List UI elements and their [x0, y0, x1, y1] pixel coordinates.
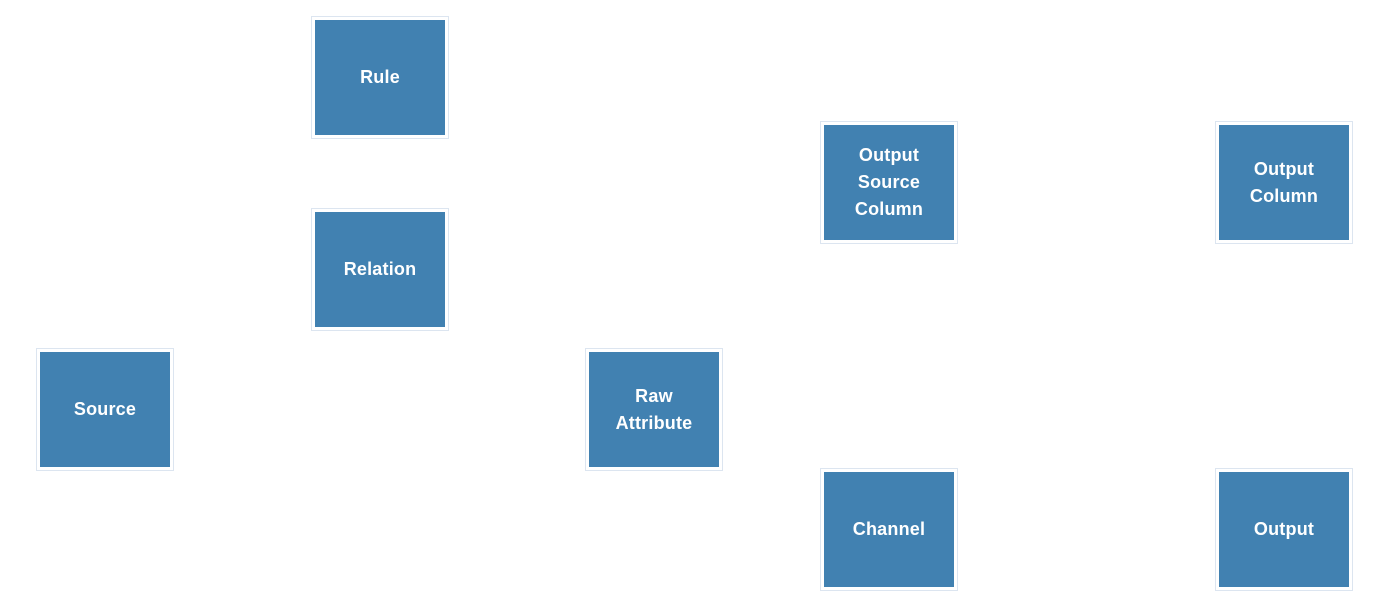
node-output-column[interactable]: Output Column [1219, 125, 1349, 240]
node-label-output-column: Output Column [1249, 158, 1319, 206]
node-label-source: Source [73, 399, 137, 419]
node-label-rule: Rule [360, 67, 400, 87]
node-label-channel: Channel [852, 519, 926, 539]
node-label-relation: Relation [343, 259, 417, 279]
node-relation[interactable]: Relation [315, 212, 445, 327]
node-output-source-column[interactable]: Output Source Column [824, 125, 954, 240]
node-label-output-source-column: Output Source Column [854, 145, 924, 219]
node-source[interactable]: Source [40, 352, 170, 467]
node-output[interactable]: Output [1219, 472, 1349, 587]
node-rule[interactable]: Rule [315, 20, 445, 135]
node-raw-attribute[interactable]: Raw Attribute [589, 352, 719, 467]
node-label-raw-attribute: Raw Attribute [615, 385, 693, 433]
node-label-output: Output [1253, 519, 1315, 539]
node-channel[interactable]: Channel [824, 472, 954, 587]
